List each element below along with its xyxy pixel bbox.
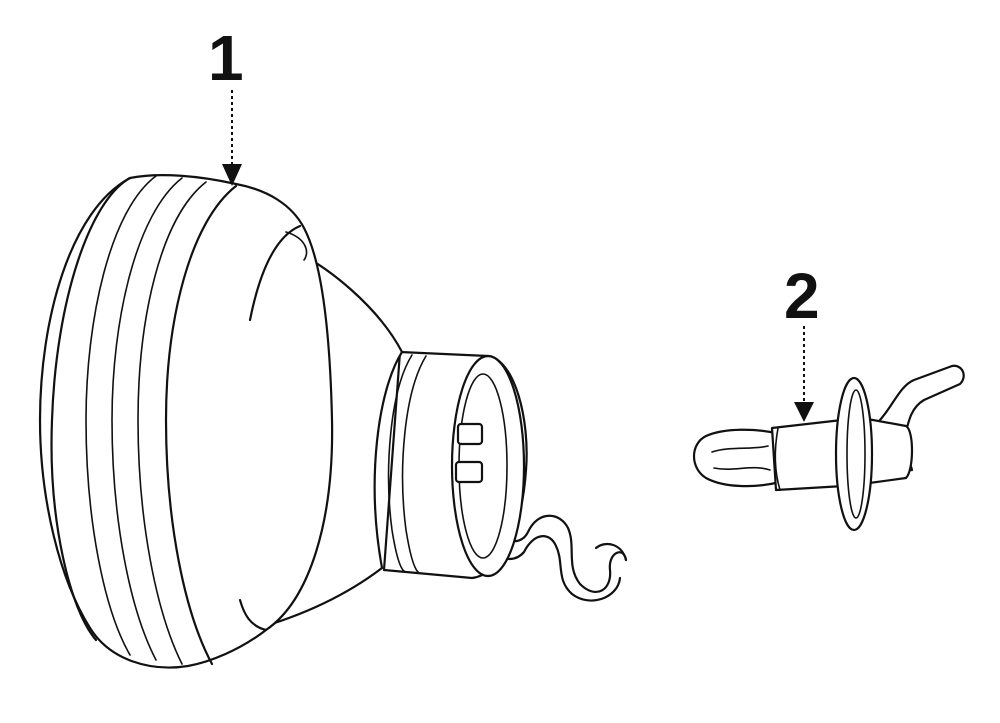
callout-1-arrowhead (222, 164, 242, 186)
bulb-socket-body (860, 416, 914, 486)
callout-2-arrowhead (794, 402, 814, 422)
callout-2-number: 2 (784, 260, 820, 332)
rear-socket-collar (382, 350, 528, 580)
front-rim (38, 174, 334, 669)
bulb-and-socket-icon (692, 364, 965, 532)
bulb-flange (834, 376, 874, 532)
callout-2: 2 (784, 260, 820, 422)
callout-1: 1 (208, 22, 244, 186)
callout-1-number: 1 (208, 22, 244, 94)
bulb-base (770, 418, 846, 492)
headlamp-housing-icon (38, 174, 628, 669)
bulb-glass (692, 428, 782, 488)
pigtail-wire (470, 514, 628, 602)
